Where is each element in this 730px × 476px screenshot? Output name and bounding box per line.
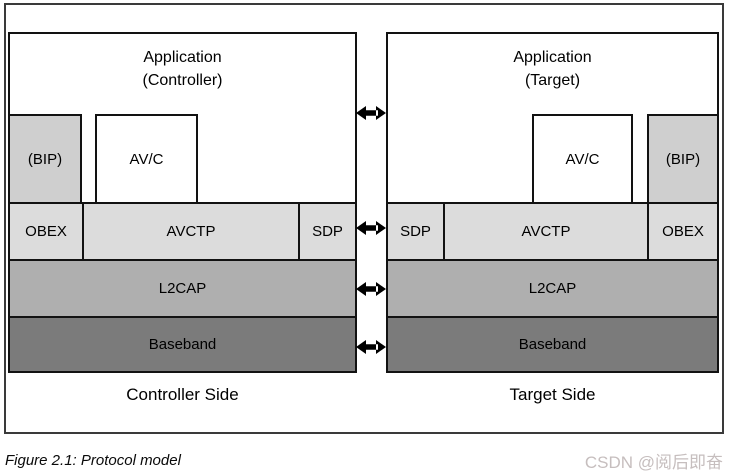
avc-label-target: AV/C bbox=[565, 150, 600, 168]
protocol-link-arrow-baseband bbox=[356, 338, 386, 356]
double-arrow-icon bbox=[356, 282, 386, 296]
controller-side-label: Controller Side bbox=[126, 385, 239, 404]
bip-label-target: (BIP) bbox=[665, 150, 701, 168]
sdp-cell-target: SDP bbox=[386, 202, 445, 261]
l2cap-label-controller: L2CAP bbox=[158, 280, 207, 297]
avc-label-controller: AV/C bbox=[129, 150, 164, 168]
figure-caption: Figure 2.1: Protocol model bbox=[5, 452, 181, 469]
protocol-link-arrow-l2cap bbox=[356, 280, 386, 298]
obex-cell-controller: OBEX bbox=[8, 202, 84, 261]
sdp-label-target: SDP bbox=[400, 223, 431, 240]
target-side-label: Target Side bbox=[509, 385, 596, 404]
sdp-label-controller: SDP bbox=[312, 223, 343, 240]
application-controller-line1: Application bbox=[143, 49, 222, 66]
avc-box-target: AV/C bbox=[532, 114, 633, 204]
bip-box-target: (BIP) bbox=[647, 114, 719, 204]
obex-cell-target: OBEX bbox=[647, 202, 719, 261]
baseband-row-target: Baseband bbox=[386, 316, 719, 373]
baseband-label-target: Baseband bbox=[518, 336, 587, 353]
l2cap-row-controller: L2CAP bbox=[8, 259, 357, 318]
baseband-row-controller: Baseband bbox=[8, 316, 357, 373]
sdp-cell-controller: SDP bbox=[298, 202, 357, 261]
avc-box-controller: AV/C bbox=[95, 114, 198, 204]
bip-box-controller: (BIP) bbox=[8, 114, 82, 204]
csdn-watermark: CSDN @阅后即奋 bbox=[584, 453, 723, 472]
bip-label-controller: (BIP) bbox=[27, 150, 63, 168]
obex-label-target: OBEX bbox=[662, 223, 704, 240]
avctp-cell-target: AVCTP bbox=[443, 202, 649, 261]
double-arrow-icon bbox=[356, 340, 386, 354]
application-controller-line2: (Controller) bbox=[142, 72, 223, 89]
double-arrow-icon bbox=[356, 221, 386, 235]
protocol-link-arrow-application bbox=[356, 104, 386, 122]
application-target-line2: (Target) bbox=[524, 72, 581, 89]
avctp-label-target: AVCTP bbox=[521, 223, 571, 240]
l2cap-row-target: L2CAP bbox=[386, 259, 719, 318]
avctp-label-controller: AVCTP bbox=[166, 223, 216, 240]
obex-label-controller: OBEX bbox=[25, 223, 67, 240]
protocol-link-arrow-sdp bbox=[356, 219, 386, 237]
application-controller-label: Application (Controller) bbox=[10, 34, 355, 92]
double-arrow-icon bbox=[356, 106, 386, 120]
avctp-cell-controller: AVCTP bbox=[82, 202, 300, 261]
application-target-label: Application (Target) bbox=[388, 34, 717, 92]
l2cap-label-target: L2CAP bbox=[528, 280, 577, 297]
application-target-line1: Application bbox=[513, 49, 592, 66]
baseband-label-controller: Baseband bbox=[148, 336, 217, 353]
